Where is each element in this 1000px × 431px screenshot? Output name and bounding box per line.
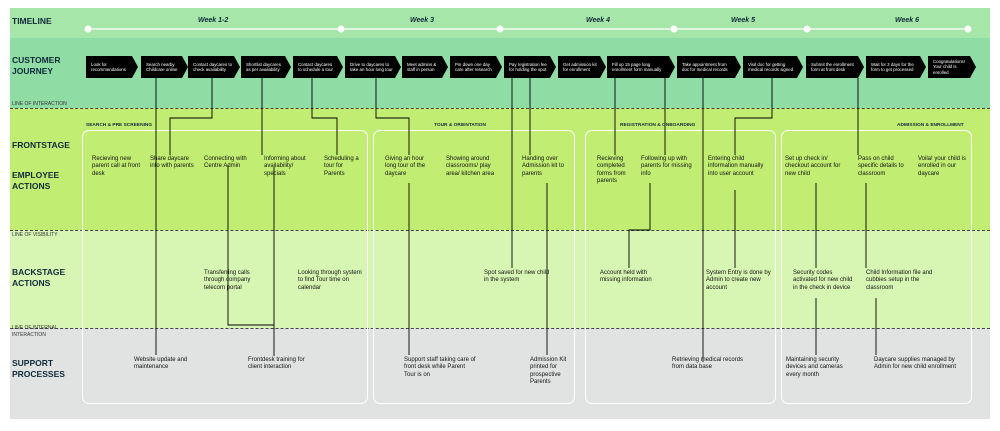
journey-step: Congratulations! Your child is enrolled [928, 56, 976, 78]
section-label: ADMISSION & ENROLLMENT [897, 123, 964, 128]
backstage-action: System Entry is done by Admin to create … [706, 270, 771, 291]
backstage-action: Account held with missing information [600, 270, 652, 284]
employee-action: Recieving new parent call at front desk [92, 156, 141, 177]
journey-step: Visit doc for getting medical records si… [743, 56, 803, 78]
section-box-search [82, 130, 368, 404]
row-label-backstage-actions: BACKSTAGE ACTIONS [12, 267, 66, 288]
week-label: Week 1-2 [198, 17, 229, 24]
employee-action: Entering child information manually into… [708, 156, 764, 177]
journey-step: Search nearby Childcare online [141, 56, 188, 78]
section-label: SEARCH & PRE SCREENING [86, 123, 153, 128]
backstage-action: Spot saved for new child in the system [484, 270, 550, 284]
journey-step: Look for recommendations [86, 56, 138, 78]
week-label: Week 4 [586, 17, 610, 24]
backstage-action: Security codes activated for new child i… [793, 270, 853, 291]
journey-step: Wait for 3 days for the form to get proc… [866, 56, 926, 78]
journey-step: Submit the enrollment form at front desk [806, 56, 864, 78]
row-label-support-processes: SUPPORT PROCESSES [12, 358, 65, 379]
employee-action: Handing over Admission kit to parents [522, 156, 565, 177]
journey-step: Pin down one day care after research [450, 56, 502, 78]
connector [169, 78, 213, 155]
support-process: Maintaining security devices and cameras… [786, 357, 843, 378]
row-label-frontstage: FRONTSTAGE [12, 140, 70, 150]
employee-action: Recieving completed forms from parents [597, 156, 626, 184]
journey-step: Pay registration fee for holding the spo… [504, 56, 556, 78]
employee-action: Informing about availability/ specials [264, 156, 306, 177]
line-of-visibility [10, 230, 990, 231]
timeline-band [10, 8, 990, 38]
section-box-tour [373, 130, 575, 404]
line-label-visibility: LINE OF VISIBILITY [12, 232, 58, 238]
section-label: REGISTRATION & ONBOARDING [620, 123, 696, 128]
support-process: Daycare supplies managed by Admin for ne… [874, 357, 957, 371]
row-label-timeline: TIMELINE [12, 16, 52, 26]
journey-step: Contact daycares to check availability [188, 56, 240, 78]
line-label-internal-2: INTERACTION [12, 332, 46, 338]
employee-action: Showing around classrooms/ play area/ ki… [446, 156, 495, 177]
journey-step: Take appointment from doc for medical re… [677, 56, 741, 78]
connector [375, 78, 410, 155]
row-label-customer-journey: CUSTOMER JOURNEY [12, 55, 61, 76]
employee-action: Share daycare info with parents [150, 156, 194, 170]
journey-step: Drive to daycares to take an hour long t… [345, 56, 401, 78]
journey-step: Meet admins & staff in person [402, 56, 448, 78]
employee-action: Voila! your child is enrolled in our day… [918, 156, 967, 177]
week-label: Week 6 [895, 17, 919, 24]
line-label-internal-1: LINE OF INTERNAL [12, 325, 58, 331]
support-process: Support staff taking care of front desk … [404, 357, 476, 378]
employee-action: Set up check in/ checkout account for ne… [785, 156, 841, 177]
employee-action: Following up with parents for missing in… [641, 156, 692, 177]
line-of-interaction [10, 108, 990, 109]
timeline-dot [337, 25, 345, 33]
journey-step: Fill up 15 page long enrollment form man… [607, 56, 675, 78]
row-label-employee-actions: EMPLOYEE ACTIONS [12, 170, 60, 191]
section-label: TOUR & ORIENTATION [434, 123, 486, 128]
support-process: Frontdesk training for client interactio… [248, 357, 305, 371]
section-box-registration [585, 130, 776, 404]
connector [311, 78, 338, 155]
employee-action: Giving an hour long tour of the daycare [385, 156, 426, 177]
backstage-action: Looking through system to find Tour time… [298, 270, 362, 291]
timeline-dot [964, 25, 972, 33]
line-of-internal-interaction [10, 328, 990, 329]
backstage-action: Child Information file and cubbies setup… [866, 270, 933, 291]
week-label: Week 3 [410, 17, 434, 24]
connector [227, 165, 275, 356]
journey-step: Shortlist daycares as per availability [241, 56, 291, 78]
timeline-dot [803, 25, 811, 33]
timeline-dot [84, 25, 92, 33]
connector [628, 183, 651, 268]
employee-action: Connecting with Centre Admin [204, 156, 247, 170]
backstage-action: Transferring calls through company telec… [204, 270, 251, 291]
employee-action: Pass on child specific details to classr… [858, 156, 904, 177]
employee-action: Scheduling a tour for Parents [324, 156, 359, 177]
journey-step: Get admission kit for enrollment [558, 56, 606, 78]
week-label: Week 5 [731, 17, 755, 24]
support-process: Retrieving medical records from data bas… [672, 357, 744, 371]
line-label-interaction: LINE OF INTERACTION [12, 101, 67, 107]
support-process: Admission Kit printed for prospective Pa… [530, 357, 567, 385]
backstage-band [10, 230, 990, 328]
connector [734, 78, 773, 155]
flow-lines [155, 78, 877, 362]
support-process: Website update and maintenance [134, 357, 188, 371]
section-box-admission [781, 130, 972, 404]
frontstage-band [10, 108, 990, 230]
timeline-dot [496, 25, 504, 33]
journey-step: Contact daycares to schedule a tour [293, 56, 343, 78]
timeline-dot [670, 25, 678, 33]
timeline-axis [84, 25, 972, 33]
